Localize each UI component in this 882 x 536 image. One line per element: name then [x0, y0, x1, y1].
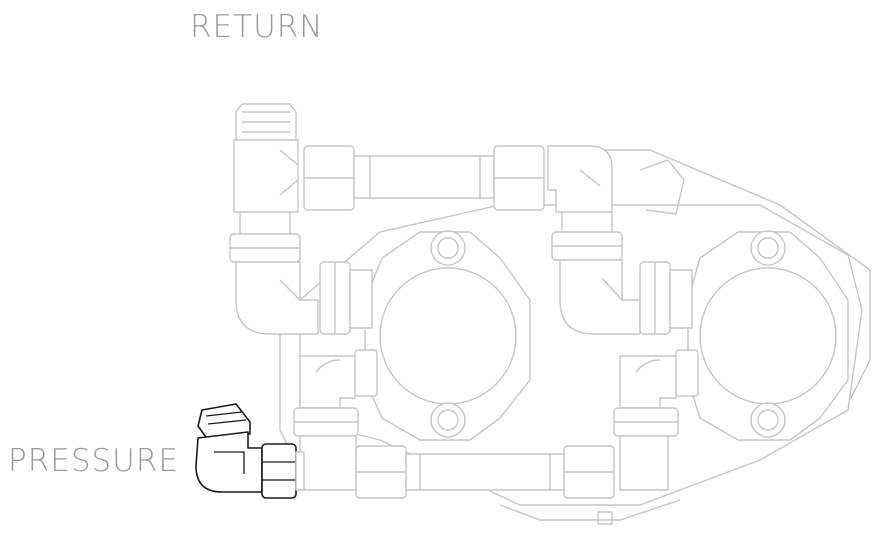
return-line [229, 103, 685, 263]
pressure-line [355, 445, 615, 499]
right-return-elbow [559, 259, 693, 335]
pressure-elbow-fitting [195, 403, 305, 499]
left-return-elbow [235, 261, 373, 335]
return-label: RETURN [190, 9, 324, 45]
left-pressure-elbow [293, 349, 378, 491]
pressure-label: PRESSURE [8, 443, 179, 479]
right-pump-flange [687, 230, 849, 441]
right-pressure-elbow [613, 349, 699, 491]
left-pump-flange [364, 230, 531, 441]
